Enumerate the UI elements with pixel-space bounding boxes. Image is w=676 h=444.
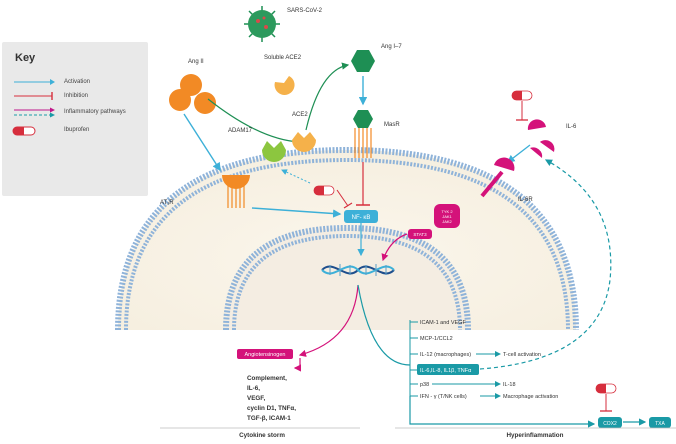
il6-label: IL-6	[566, 124, 577, 130]
dual-arrow-icon	[12, 107, 56, 118]
il6r-label: IL-6R	[518, 197, 533, 203]
ibuprofen-capsule-1	[313, 185, 353, 209]
angiotensinogen-node	[237, 349, 293, 359]
key-inhibition: Inhibition	[12, 90, 146, 102]
storm-item: VEGF,	[247, 395, 265, 402]
at1r-receptor-icon	[222, 175, 250, 208]
hyper-list: ICAM-1 and VEGF MCP-1/CCL2 IL-12 (macrop…	[409, 320, 558, 400]
cytokine-highlight	[417, 364, 479, 375]
cox2-label: COX2	[603, 421, 617, 427]
txa-label: TXA	[655, 421, 665, 427]
key-ibuprofen: Ibuprofen	[12, 124, 146, 136]
ibuprofen-capsule-2	[511, 90, 533, 121]
soluble-ace2-label: Soluble ACE2	[264, 55, 302, 61]
tyk-jak-node	[434, 204, 460, 228]
storm-item: IL-6,	[247, 385, 260, 392]
il6r-receptor-icon	[480, 157, 515, 198]
key-title: Key	[15, 52, 36, 64]
adam17-label: ADAM17	[228, 128, 253, 134]
hyper-item: IL-12 (macrophages)	[420, 352, 471, 358]
ace2-receptor-icon	[292, 132, 316, 152]
adam17-icon	[262, 141, 286, 162]
masr-label: MasR	[384, 122, 400, 128]
hyper-item: p38	[420, 382, 429, 388]
hyper-item: MCP-1/CCL2	[420, 336, 453, 342]
ang2-icon	[169, 74, 216, 114]
storm-item: cyclin D1, TNFα,	[247, 405, 296, 412]
nfkb-node	[344, 210, 378, 223]
hyper-result: T-cell activation	[503, 352, 541, 358]
activation-arrow-icon	[12, 77, 56, 87]
at1r-label: AT₁R	[160, 200, 174, 206]
stat3-node	[408, 229, 432, 239]
ace2-label: ACE2	[292, 112, 308, 118]
nuclear-membrane	[223, 224, 471, 331]
ang17-label: Ang I–7	[381, 44, 402, 50]
soluble-ace2-icon	[274, 76, 295, 95]
sars-cov-2-icon	[244, 6, 280, 42]
storm-item: TGF-β, ICAM-1	[247, 415, 291, 422]
cox2-node	[598, 417, 622, 428]
hyper-item: IL-6,IL-8, IL1β, TNFα	[420, 368, 472, 374]
nfkb-label: NF- κB	[352, 215, 371, 221]
section-cytokine-storm: Cytokine storm	[239, 432, 285, 439]
key-activation: Activation	[12, 76, 146, 88]
ang17-icon	[351, 50, 375, 72]
key-ibuprofen-label: Ibuprofen	[64, 127, 90, 133]
txa-node	[649, 417, 671, 428]
dna-icon	[321, 264, 395, 276]
capsule-icon	[12, 125, 56, 136]
key-activation-label: Activation	[64, 79, 91, 85]
key-inflammatory-label: Inflammatory pathways	[64, 109, 126, 115]
section-hyperinflammation: Hyperinflammation	[506, 432, 563, 439]
ang2-label: Ang II	[188, 59, 204, 65]
angiotensinogen-label: Angiotensinogen	[245, 352, 286, 358]
il6-icon	[527, 119, 555, 158]
stat3-label: STAT3	[413, 232, 427, 237]
hyper-result: Macrophage activation	[503, 394, 558, 400]
hyper-item: ICAM-1 and VEGF	[420, 320, 466, 326]
masr-icon	[353, 110, 373, 158]
ibuprofen-capsule-3	[595, 383, 617, 412]
hyper-item: IFN - γ (T/NK cells)	[420, 394, 467, 400]
sars-label: SARS-CoV-2	[287, 8, 323, 14]
key-panel: Key Activation Inhibition Inflammatory p…	[2, 42, 148, 196]
storm-item: Complement,	[247, 375, 287, 382]
inhibition-bar-icon	[12, 91, 56, 101]
key-inhibition-label: Inhibition	[64, 93, 89, 99]
hyper-result: IL-18	[503, 382, 516, 388]
storm-list: Complement, IL-6, VEGF, cyclin D1, TNFα,…	[247, 375, 296, 422]
key-inflammatory: Inflammatory pathways	[12, 106, 146, 118]
